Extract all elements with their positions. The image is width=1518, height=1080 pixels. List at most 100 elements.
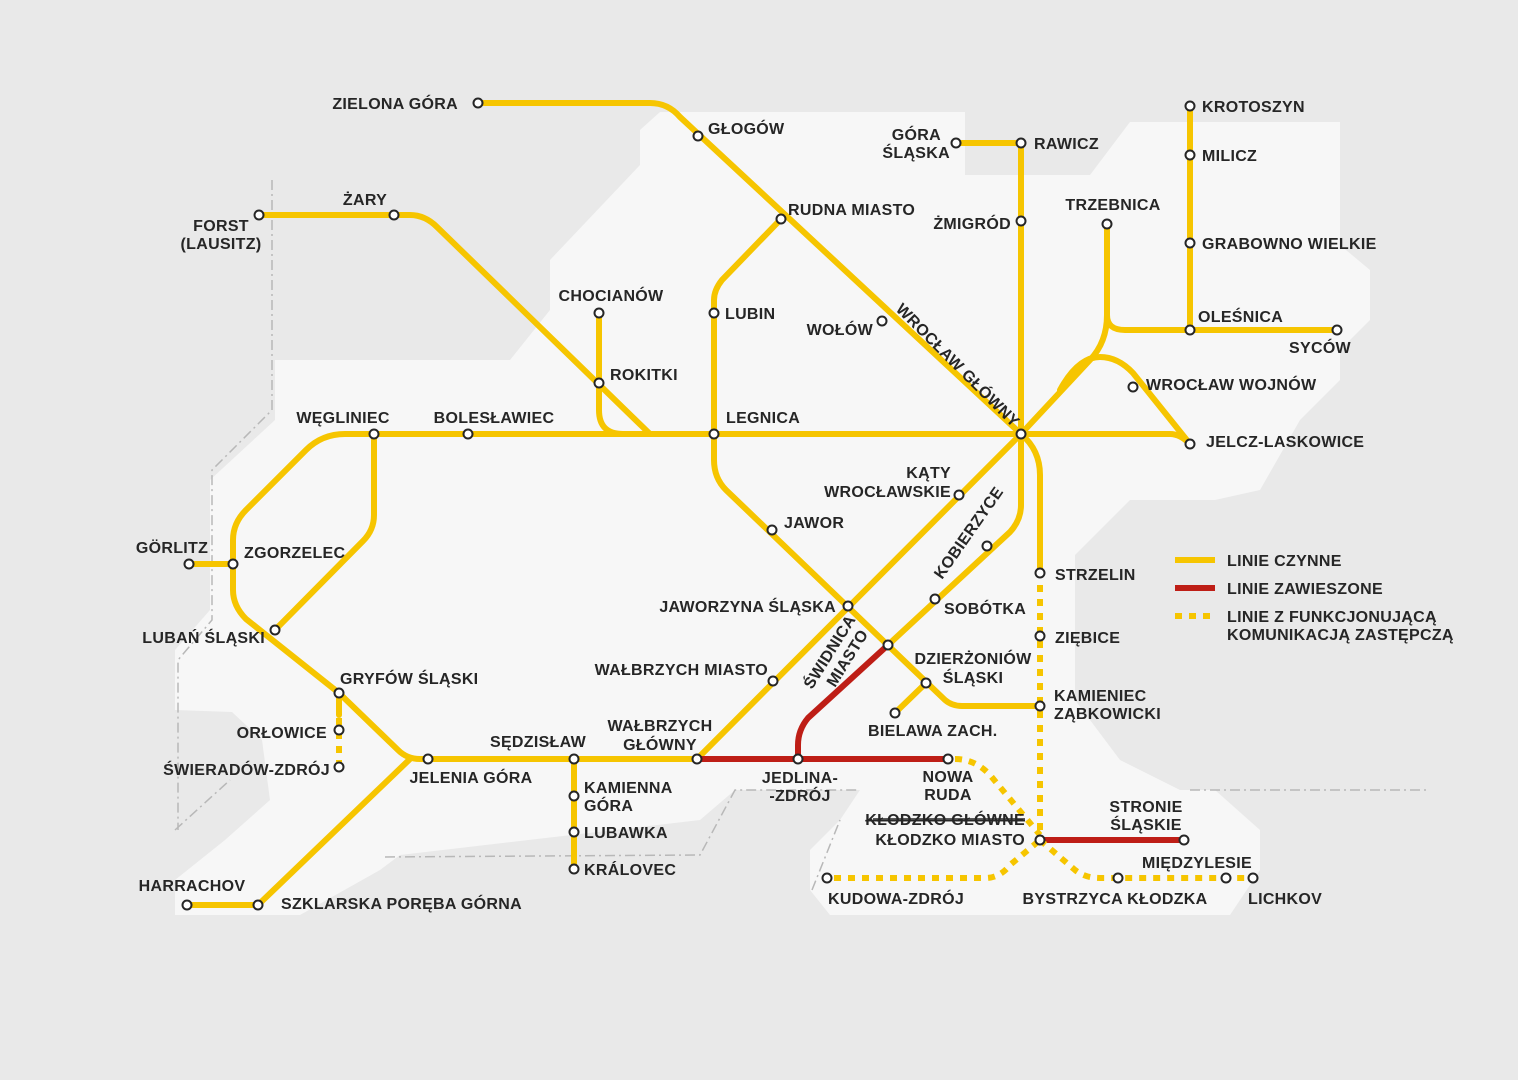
- station-marker: [568, 863, 580, 875]
- station-marker: [708, 307, 720, 319]
- station-label: KŁODZKO MIASTO: [875, 832, 1025, 849]
- country-borders: [174, 180, 1430, 891]
- station-marker: [1178, 834, 1190, 846]
- station-marker: [181, 899, 193, 911]
- station-marker: [889, 707, 901, 719]
- station-marker: [708, 428, 720, 440]
- station-label: BOLESŁAWIEC: [434, 410, 555, 427]
- station-label: ZGORZELEC: [244, 545, 346, 562]
- legend-label-replacement: KOMUNIKACJĄ ZASTĘPCZĄ: [1227, 627, 1454, 644]
- station-label: RUDA: [924, 787, 972, 804]
- station-label: (LAUSITZ): [181, 236, 262, 253]
- station-marker: [775, 213, 787, 225]
- station-marker: [767, 675, 779, 687]
- station-label: STRZELIN: [1055, 567, 1136, 584]
- station-marker: [792, 753, 804, 765]
- station-label: DZIERŻONIÓW: [914, 649, 1032, 668]
- station-marker: [422, 753, 434, 765]
- legend-label-replacement: LINIE Z FUNKCJONUJĄCĄ: [1227, 609, 1437, 626]
- station-label: GRABOWNO WIELKIE: [1202, 236, 1377, 253]
- station-marker: [333, 724, 345, 736]
- station-label: GRYFÓW ŚLĄSKI: [340, 669, 478, 688]
- station-label: KUDOWA-ZDRÓJ: [828, 889, 964, 908]
- station-marker: [1101, 218, 1113, 230]
- station-marker: [981, 540, 993, 552]
- station-marker: [882, 639, 894, 651]
- station-label: ŚLĄSKI: [943, 668, 1003, 687]
- station-label: BIELAWA ZACH.: [868, 723, 998, 740]
- station-marker: [472, 97, 484, 109]
- station-label: WOŁÓW: [807, 320, 874, 339]
- station-marker: [388, 209, 400, 221]
- station-marker: [1015, 137, 1027, 149]
- station-marker: [953, 489, 965, 501]
- station-label: KROTOSZYN: [1202, 99, 1305, 116]
- station-label: ZIELONA GÓRA: [332, 94, 458, 113]
- station-marker: [1034, 630, 1046, 642]
- station-marker: [1015, 428, 1027, 440]
- suspended-lines: [694, 642, 1187, 843]
- station-marker: [692, 130, 704, 142]
- stations: [181, 97, 1343, 911]
- legend-label-active: LINIE CZYNNE: [1227, 553, 1342, 570]
- station-marker: [568, 753, 580, 765]
- replacement-lines: [336, 585, 1253, 881]
- legend-label-suspended: LINIE ZAWIESZONE: [1227, 581, 1383, 598]
- station-label: ZĄBKOWICKI: [1054, 706, 1161, 723]
- station-label: GŁÓWNY: [623, 735, 697, 754]
- station-label: ZIĘBICE: [1055, 630, 1120, 647]
- station-marker: [1220, 872, 1232, 884]
- station-label: JAWORZYNA ŚLĄSKA: [659, 597, 836, 616]
- station-label: GŁOGÓW: [708, 119, 785, 138]
- station-marker: [1034, 834, 1046, 846]
- station-label: SĘDZISŁAW: [490, 734, 587, 751]
- station-marker: [462, 428, 474, 440]
- station-marker: [593, 307, 605, 319]
- station-marker: [333, 687, 345, 699]
- station-label: RUDNA MIASTO: [788, 202, 915, 219]
- station-label: WROCŁAWSKIE: [824, 484, 951, 501]
- station-marker: [1184, 237, 1196, 249]
- station-marker: [252, 899, 264, 911]
- station-label: ŚLĄSKIE: [1110, 815, 1181, 834]
- station-marker: [842, 600, 854, 612]
- station-label: LEGNICA: [726, 410, 800, 427]
- station-label: LUBAWKA: [584, 825, 668, 842]
- station-label: SYCÓW: [1289, 338, 1352, 357]
- station-label: BYSTRZYCA KŁODZKA: [1023, 891, 1208, 908]
- station-marker: [269, 624, 281, 636]
- station-label: OLEŚNICA: [1198, 307, 1283, 326]
- station-label: HARRACHOV: [139, 878, 246, 895]
- station-label: MILICZ: [1202, 148, 1257, 165]
- station-label: WAŁBRZYCH: [608, 718, 713, 735]
- station-label: ŻMIGRÓD: [933, 214, 1011, 233]
- station-label: RAWICZ: [1034, 136, 1099, 153]
- station-marker: [1184, 324, 1196, 336]
- station-marker: [568, 826, 580, 838]
- station-marker: [1127, 381, 1139, 393]
- station-label: CHOCIANÓW: [559, 286, 665, 305]
- station-label: WAŁBRZYCH MIASTO: [595, 662, 768, 679]
- station-label: ROKITKI: [610, 367, 678, 384]
- station-label: NOWA: [923, 769, 974, 786]
- station-label: TRZEBNICA: [1065, 197, 1160, 214]
- station-label: KAMIENIEC: [1054, 688, 1147, 705]
- station-marker: [691, 753, 703, 765]
- station-label: LUBIN: [725, 306, 775, 323]
- station-marker: [1184, 149, 1196, 161]
- station-label: KĄTY: [906, 465, 951, 482]
- station-marker: [1034, 700, 1046, 712]
- station-marker: [1034, 567, 1046, 579]
- station-label: SZKLARSKA PORĘBA GÓRNA: [281, 894, 522, 913]
- legend: LINIE CZYNNE LINIE ZAWIESZONE LINIE Z FU…: [1175, 553, 1454, 644]
- station-label: ORŁOWICE: [237, 725, 327, 742]
- station-marker: [1331, 324, 1343, 336]
- station-label: JAWOR: [784, 515, 844, 532]
- station-label: MIĘDZYLESIE: [1142, 855, 1252, 872]
- station-label: JELCZ-LASKOWICE: [1206, 434, 1364, 451]
- station-label: STRONIE: [1109, 799, 1182, 816]
- station-marker: [1015, 215, 1027, 227]
- station-marker: [183, 558, 195, 570]
- region-area: [175, 112, 1370, 915]
